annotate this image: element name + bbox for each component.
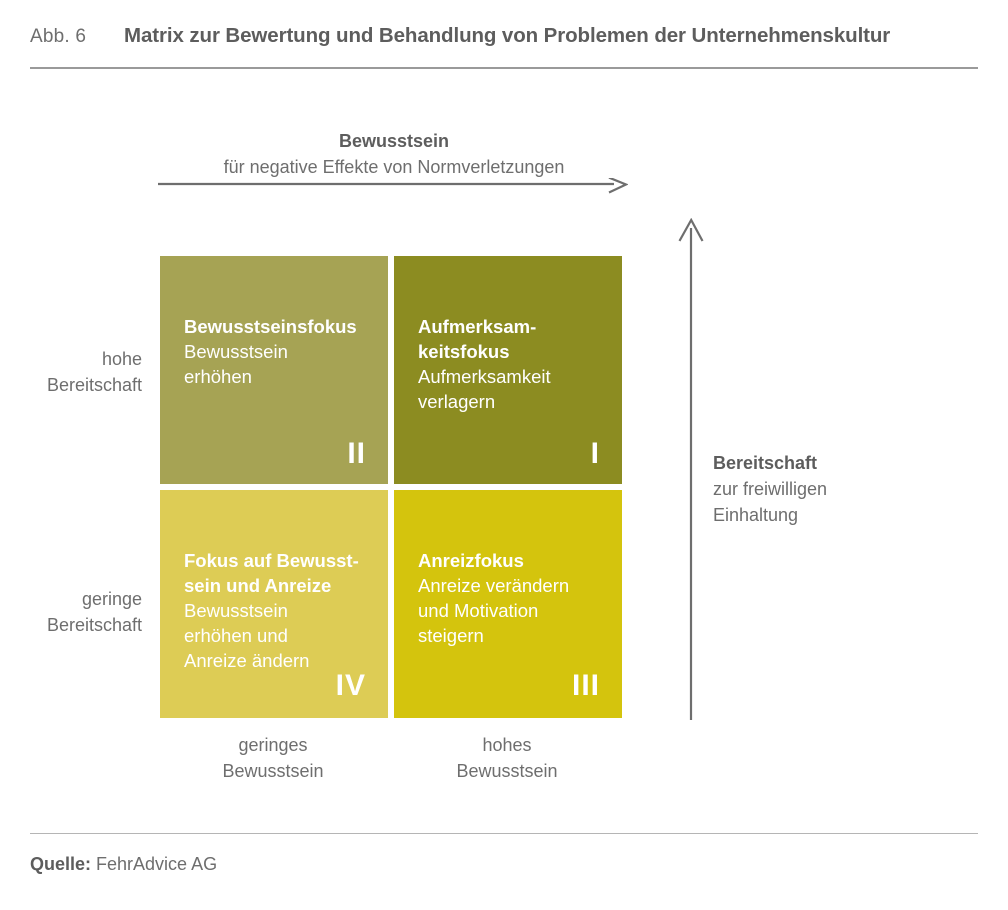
left-axis-tick-high-line1: hohe bbox=[101, 349, 142, 369]
quadrant-iii-body: Anreize verändern und Motivation steiger… bbox=[418, 575, 570, 646]
quadrant-ii[interactable]: Bewusstseinsfokus Bewusstsein erhöhen II bbox=[160, 256, 388, 484]
quadrant-i-numeral: I bbox=[590, 437, 600, 470]
source-note: Quelle: FehrAdvice AG bbox=[30, 852, 217, 876]
quadrant-iii-numeral: III bbox=[571, 669, 600, 702]
source-value: FehrAdvice AG bbox=[96, 854, 218, 874]
quadrant-i-body: Aufmerksamkeit verlagern bbox=[418, 366, 551, 412]
quadrant-ii-numeral: II bbox=[347, 437, 366, 470]
header-divider bbox=[30, 67, 978, 69]
footer-divider bbox=[30, 833, 978, 834]
source-label: Quelle: bbox=[30, 854, 92, 874]
bottom-axis-tick-high-line2: Bewusstsein bbox=[456, 761, 558, 781]
bottom-axis-tick-low: geringes Bewusstsein bbox=[158, 732, 388, 784]
left-axis-tick-high-line2: Bereitschaft bbox=[46, 375, 142, 395]
quadrant-ii-body: Bewusstsein erhöhen bbox=[184, 341, 288, 387]
arrow-up-icon bbox=[678, 218, 704, 720]
bottom-axis-tick-low-line2: Bewusstsein bbox=[222, 761, 324, 781]
page-title: Matrix zur Bewertung und Behandlung von … bbox=[124, 24, 891, 47]
bottom-axis-tick-high-line1: hohes bbox=[482, 735, 532, 755]
quadrant-iv-numeral: IV bbox=[335, 669, 366, 702]
left-axis-tick-low-line1: geringe bbox=[81, 589, 142, 609]
figure-header: Abb. 6 Matrix zur Bewertung und Behandlu… bbox=[0, 0, 1008, 72]
quadrant-iii[interactable]: Anreizfokus Anreize verändern und Motiva… bbox=[394, 490, 622, 718]
left-axis-tick-high: hohe Bereitschaft bbox=[0, 346, 142, 398]
figure-number: Abb. 6 bbox=[30, 26, 87, 47]
top-axis-subtitle: für negative Effekte von Normverletzunge… bbox=[223, 157, 565, 177]
quadrant-i-title: Aufmerksam- keitsfokus bbox=[418, 316, 537, 362]
top-axis-label: Bewusstsein für negative Effekte von Nor… bbox=[160, 128, 628, 180]
quadrant-iv[interactable]: Fokus auf Bewusst- sein und Anreize Bewu… bbox=[160, 490, 388, 718]
left-axis-tick-low: geringe Bereitschaft bbox=[0, 586, 142, 638]
left-axis-tick-low-line2: Bereitschaft bbox=[46, 615, 142, 635]
quadrant-i[interactable]: Aufmerksam- keitsfokus Aufmerksamkeit ve… bbox=[394, 256, 622, 484]
quadrant-iv-body: Bewusstsein erhöhen und Anreize ändern bbox=[184, 600, 310, 671]
right-axis-title: Bereitschaft bbox=[713, 453, 818, 473]
bottom-axis-tick-high: hohes Bewusstsein bbox=[392, 732, 622, 784]
bottom-axis-tick-low-line1: geringes bbox=[238, 735, 308, 755]
quadrant-ii-title: Bewusstseinsfokus bbox=[184, 316, 357, 337]
top-axis-title: Bewusstsein bbox=[338, 131, 450, 151]
right-axis-subtitle-line2: Einhaltung bbox=[713, 505, 799, 525]
right-axis-label: Bereitschaft zur freiwilligen Einhaltung bbox=[713, 450, 963, 528]
quadrant-iv-title: Fokus auf Bewusst- sein und Anreize bbox=[184, 550, 359, 596]
arrow-right-icon bbox=[158, 178, 628, 194]
right-axis-subtitle-line1: zur freiwilligen bbox=[713, 479, 828, 499]
quadrant-iii-title: Anreizfokus bbox=[418, 550, 524, 571]
matrix-grid: Bewusstseinsfokus Bewusstsein erhöhen II… bbox=[160, 256, 622, 718]
